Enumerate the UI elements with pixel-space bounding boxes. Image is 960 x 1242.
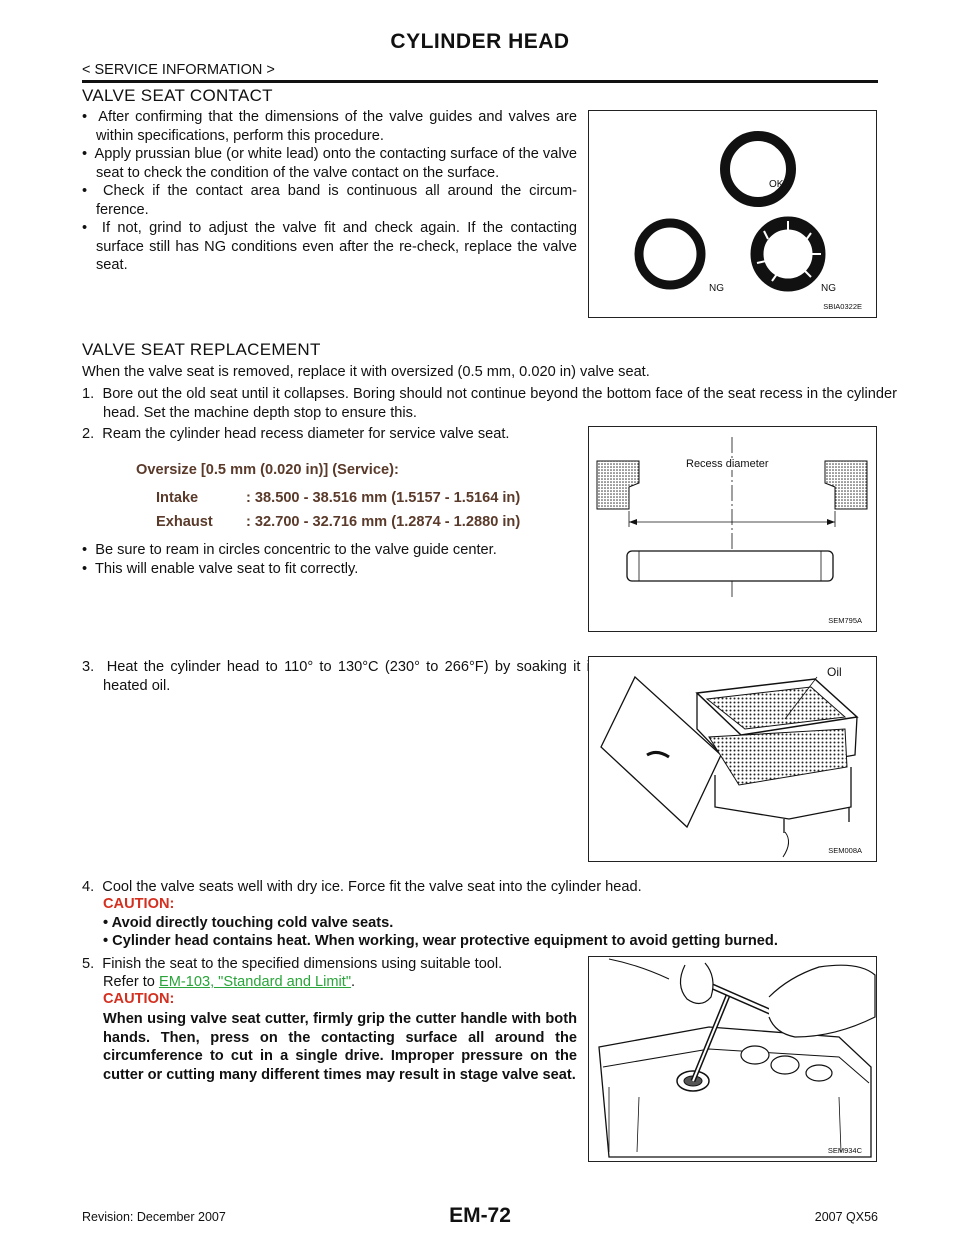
contact-bullet: • Check if the contact area band is cont…: [82, 183, 577, 218]
figure-code: SBIA0322E: [823, 302, 862, 311]
figure-code: SEM934C: [827, 1146, 862, 1155]
contact-heading: VALVE SEAT CONTACT: [82, 86, 273, 105]
seat-cutter-figure: SEM934C: [588, 956, 877, 1162]
reference-prefix: Refer to: [103, 974, 159, 990]
page-number: EM-72: [449, 1204, 511, 1227]
step5-caution: When using valve seat cutter, firmly gri…: [103, 1011, 577, 1083]
oil-heating-figure: Oil SEM008A: [588, 656, 877, 862]
seat-cutter-diagram: [598, 958, 876, 1158]
model-year: 2007 QX56: [814, 1210, 878, 1224]
valve-contact-diagram: [634, 131, 826, 292]
contact-bullet: • If not, grind to adjust the valve fit …: [82, 220, 578, 273]
spec-exhaust-value: : 32.700 - 32.716 mm (1.2874 - 1.2880 in…: [246, 514, 521, 530]
step-4: 4. Cool the valve seats well with dry ic…: [82, 879, 642, 895]
ng-label-1: NG: [709, 283, 724, 294]
spec-intake-value: : 38.500 - 38.516 mm (1.5157 - 1.5164 in…: [246, 490, 521, 506]
contact-bullet: • After confirming that the dimensions o…: [82, 109, 577, 144]
step2-bullet: • This will enable valve seat to fit cor…: [82, 560, 359, 577]
step2-bullet: • Be sure to ream in circles concentric …: [82, 542, 497, 558]
figure-code: SEM795A: [828, 616, 862, 625]
step-1: 1. Bore out the old seat until it collap…: [82, 386, 897, 421]
caution-label: CAUTION:: [103, 991, 175, 1007]
valve-contact-figure: OK NG NG SBIA0322E: [588, 110, 877, 318]
step5-reference: Refer to EM-103, "Standard and Limit".: [103, 973, 355, 992]
step2-bullets: • Be sure to ream in circles concentric …: [82, 541, 577, 578]
oil-label: Oil: [827, 665, 842, 679]
step-2: 2. Ream the cylinder head recess diamete…: [82, 426, 510, 442]
spec-intake-label: Intake: [156, 490, 199, 506]
step4-caution: • Cylinder head contains heat. When work…: [103, 933, 778, 949]
contact-bullets: • After confirming that the dimensions o…: [82, 108, 577, 275]
ng-label-2: NG: [821, 283, 836, 294]
replacement-heading: VALVE SEAT REPLACEMENT: [82, 340, 321, 359]
replacement-intro: When the valve seat is removed, replace …: [82, 364, 650, 380]
figure-code: SEM008A: [828, 846, 862, 855]
header-rule: [82, 80, 878, 83]
contact-bullet: • Apply prussian blue (or white lead) on…: [82, 146, 577, 181]
ok-label: OK: [769, 179, 784, 190]
recess-diameter-figure: Recess diameter SEM795A: [588, 426, 877, 632]
ok-ring: [720, 131, 796, 207]
spec-title: Oversize [0.5 mm (0.020 in)] (Service):: [136, 462, 399, 478]
recess-diameter-label: Recess diameter: [686, 458, 769, 470]
step-3: 3. Heat the cylinder head to 110° to 130…: [82, 659, 598, 694]
oil-heating-diagram: [600, 675, 859, 858]
reference-suffix: .: [351, 974, 356, 990]
step-5: 5. Finish the seat to the specified dime…: [82, 956, 503, 972]
spec-exhaust-label: Exhaust: [156, 514, 213, 530]
ng-ring-1: [634, 218, 706, 290]
caution-label: CAUTION:: [103, 896, 175, 912]
page-title: CYLINDER HEAD: [390, 30, 570, 53]
revision-date: Revision: December 2007: [82, 1210, 226, 1224]
section-label: < SERVICE INFORMATION >: [82, 62, 275, 78]
standard-and-limit-link[interactable]: EM-103, "Standard and Limit": [158, 974, 352, 990]
recess-diameter-diagram: [596, 437, 868, 597]
step4-caution: • Avoid directly touching cold valve sea…: [103, 915, 394, 931]
